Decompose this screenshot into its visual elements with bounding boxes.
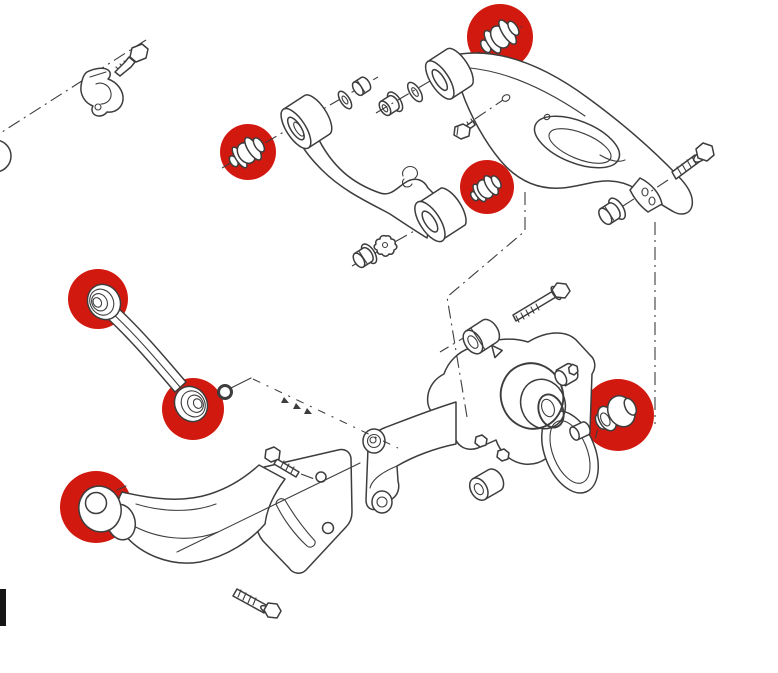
- stub-boss: [569, 421, 591, 441]
- boss-bolt-head: [567, 363, 579, 376]
- leader-arrowhead: [293, 403, 301, 409]
- lower-spring-arm-assembly: [375, 19, 715, 226]
- knuckle-bushing: [594, 395, 638, 439]
- spring-arm-small-bolt: [453, 99, 504, 140]
- bracket-hole: [321, 521, 335, 535]
- track-rod: [86, 283, 209, 423]
- upper-arm-bushing-outer: [469, 174, 502, 203]
- spring-arm-bushing: [479, 19, 520, 54]
- trailing-arm-bushing: [78, 485, 137, 541]
- bracket-bolt-lower: [232, 588, 282, 619]
- stud-nub: [496, 448, 510, 462]
- upper-arm-assembly: [221, 76, 502, 269]
- arm-hole: [543, 113, 551, 121]
- lower-foot-boss: [468, 468, 505, 502]
- spring-arm-nut: [598, 196, 638, 226]
- upper-control-arm: [280, 94, 467, 243]
- leader-arrowhead: [304, 408, 312, 414]
- track-rod-bushing-front: [86, 283, 122, 321]
- spring-seat-opening: [533, 115, 621, 169]
- leader-arrowhead: [281, 397, 289, 403]
- screw-head: [551, 282, 571, 299]
- knuckle: [362, 318, 599, 514]
- bracket-bolt-upper: [264, 446, 318, 481]
- bolt-head: [695, 142, 715, 162]
- arm-eye-bore: [431, 68, 449, 92]
- stabilizer-bar-clamp: [80, 67, 124, 117]
- clamp-hole: [94, 103, 102, 111]
- bolt-head: [453, 123, 471, 140]
- trailing-arm-bracket: [256, 448, 353, 574]
- hub-bore: [537, 393, 565, 429]
- leader-line: [176, 462, 361, 553]
- lock-nut: [351, 76, 372, 97]
- track-rod-bushing-rear: [173, 385, 209, 423]
- knuckle-foot-eye: [371, 490, 393, 514]
- arm-flange-nut: [352, 243, 378, 269]
- flange-nut: [378, 91, 404, 117]
- o-ring: [217, 384, 233, 400]
- bolt-head: [264, 446, 281, 463]
- arm-eye-bore: [421, 210, 439, 233]
- leader-line: [230, 377, 252, 389]
- corner-mark: [0, 589, 6, 626]
- lower-spring-arm: [424, 47, 694, 215]
- assembly-axis-line: [1, 39, 147, 133]
- bolt-head: [129, 43, 149, 63]
- trailing-arm: [78, 464, 286, 564]
- retaining-clip: [402, 166, 418, 188]
- track-rod-assembly: [86, 283, 399, 449]
- stud-nub: [474, 434, 488, 448]
- clamp-bolt: [114, 43, 149, 77]
- washer-large: [406, 81, 424, 103]
- detail-boundary-box: [446, 192, 656, 424]
- stabilizer-clamp-assembly: [0, 39, 149, 172]
- bolt-head: [263, 602, 282, 619]
- trailing-arm-assembly: [78, 446, 361, 619]
- pinch-boss: [462, 318, 503, 359]
- bracket-slot: [275, 498, 316, 548]
- spring-arm-pivot-bolt: [649, 142, 715, 193]
- partial-part-edge: [0, 140, 12, 172]
- leader-line-dashed: [252, 378, 399, 449]
- cam-washer: [373, 234, 398, 257]
- knuckle-assembly: [362, 282, 638, 514]
- knuckle-foot-eye: [362, 428, 386, 454]
- bolt-boss: [554, 362, 579, 387]
- washer-small: [337, 90, 353, 110]
- upper-arm-bushing-inner: [228, 136, 266, 169]
